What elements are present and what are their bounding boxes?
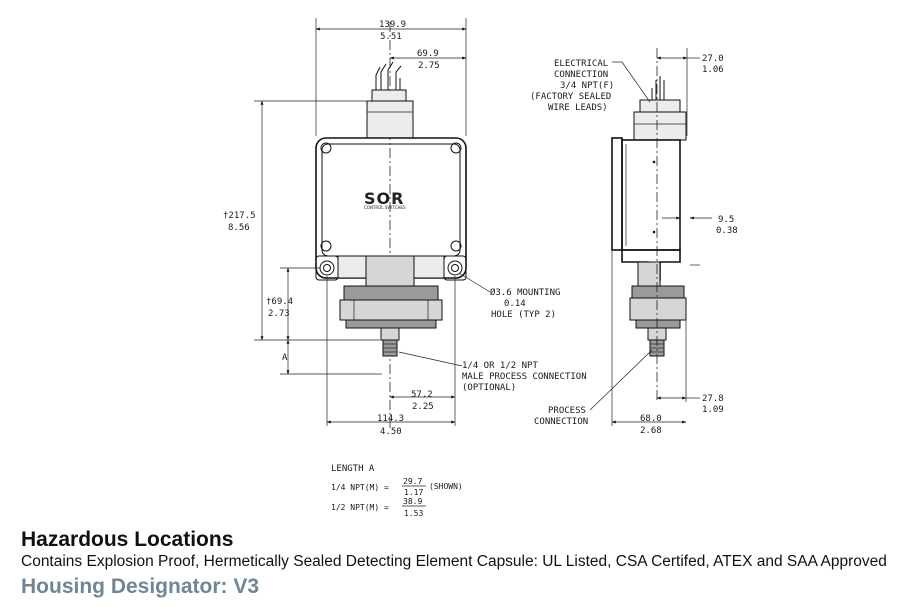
- side-cover-lip: [611, 137, 623, 251]
- dimension-label: (OPTIONAL): [462, 383, 516, 393]
- dimension-label: LENGTH A: [331, 464, 375, 474]
- side-flange-top: [631, 285, 685, 299]
- cover-screw: [320, 240, 332, 252]
- dimension-label: 4.50: [380, 427, 402, 437]
- dimension-label: WIRE LEADS): [548, 103, 608, 113]
- side-flange-bottom: [635, 319, 681, 329]
- conduit-hub: [366, 100, 414, 139]
- dimension-label: 27.0: [702, 54, 724, 64]
- sensor-neck: [365, 255, 415, 287]
- dimension-label: CONNECTION: [554, 70, 608, 80]
- dimension-label: 27.8: [702, 394, 724, 404]
- dimension-label: Ø3.6 MOUNTING: [490, 287, 560, 298]
- dimension-label: 1/4 OR 1/2 NPT: [462, 361, 538, 371]
- dimension-label: PROCESS: [548, 406, 586, 416]
- housing-designator: Housing Designator: V3: [21, 575, 260, 598]
- dimension-label: 2.75: [418, 61, 440, 71]
- front-view: SOR CONTROL SWITCHES: [223, 18, 587, 437]
- side-conduit-collar: [639, 99, 681, 113]
- dimension-label: 3/4 NPT(F): [560, 81, 614, 91]
- dimension-label: 9.5: [718, 215, 734, 225]
- dimension-label: 38.9: [403, 497, 422, 506]
- process-port-body: [380, 327, 400, 341]
- dimension-label: HOLE (TYP 2): [491, 310, 556, 320]
- cover-screw: [450, 240, 462, 252]
- dimension-label: (FACTORY SEALED: [530, 92, 611, 102]
- side-wire-leads: [651, 76, 665, 102]
- dimension-label: 5.51: [380, 32, 402, 42]
- dimension-label: (SHOWN): [429, 482, 463, 491]
- dimension-label: 0.38: [716, 226, 738, 236]
- dimension-label: 8.56: [228, 223, 250, 233]
- length-a-table: LENGTH A 1/4 NPT(M) = 29.7 1.17 (SHOWN) …: [331, 464, 463, 518]
- dimension-label: 1.06: [702, 65, 724, 75]
- conduit-collar: [371, 89, 407, 102]
- dimension-label: 69.9: [417, 49, 439, 59]
- dimension-label: 68.0: [640, 414, 662, 424]
- sor-logo: SOR CONTROL SWITCHES: [364, 189, 406, 210]
- cover-screw: [320, 142, 332, 154]
- approval-description: Contains Explosion Proof, Hermetically S…: [21, 553, 887, 570]
- dimension-label: 114.3: [377, 414, 404, 424]
- dimension-label: 139.9: [379, 20, 406, 30]
- side-conduit-hub: [633, 111, 687, 141]
- dimension-label: 2.25: [412, 402, 434, 412]
- dimension-label: †217.5: [223, 211, 256, 221]
- side-enclosure: [621, 139, 681, 251]
- side-view: ELECTRICAL CONNECTION 3/4 NPT(F) (FACTOR…: [530, 48, 738, 436]
- dimension-label: A: [282, 353, 288, 363]
- dimension-label: †69.4: [266, 297, 293, 307]
- dimension-label: MALE PROCESS CONNECTION: [462, 372, 587, 382]
- dimension-label: 1/2 NPT(M) =: [331, 503, 389, 512]
- dimension-label: ELECTRICAL: [554, 59, 608, 69]
- dimension-label: 2.73: [268, 309, 290, 319]
- flange-body: [339, 299, 443, 321]
- dimension-label: SOR: [364, 189, 404, 208]
- dimension-label: 2.68: [640, 426, 662, 436]
- technical-drawing: SOR CONTROL SWITCHES: [223, 18, 738, 518]
- dimension-label: 1.53: [404, 509, 423, 518]
- dimension-label: CONNECTION: [534, 417, 588, 427]
- flange-top: [343, 285, 439, 301]
- cover-screw: [450, 142, 462, 154]
- dimension-label: 1.09: [702, 405, 724, 415]
- dimension-label: 1/4 NPT(M) =: [331, 483, 389, 492]
- dimension-label: 57.2: [411, 390, 433, 400]
- dimension-label: CONTROL SWITCHES: [364, 205, 406, 210]
- dimension-label: 0.14: [504, 299, 526, 309]
- dimension-label: 1.17: [404, 488, 423, 497]
- flange-bottom: [345, 319, 437, 329]
- section-title: Hazardous Locations: [21, 528, 234, 551]
- side-flange-body: [629, 297, 687, 321]
- dimension-label: 29.7: [403, 477, 422, 486]
